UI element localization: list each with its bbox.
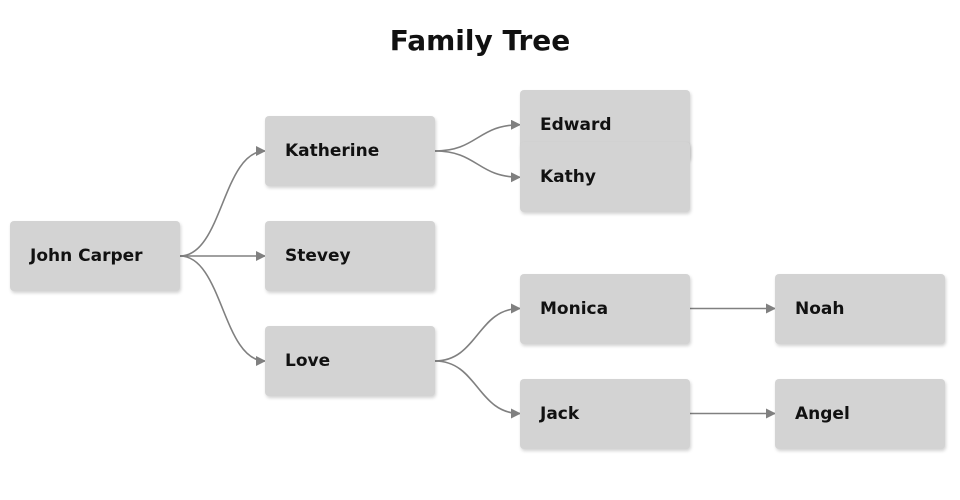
node-katherine[interactable]: Katherine [265,116,435,186]
node-angel[interactable]: Angel [775,378,945,449]
edge-love-monica [434,303,521,362]
node-noah[interactable]: Noah [775,273,945,344]
edge-katherine-kathy [434,150,521,183]
edge-john-love [179,255,266,366]
page-title: Family Tree [389,24,571,57]
node-jack[interactable]: Jack [520,378,690,449]
node-love[interactable]: Love [265,326,435,396]
node-kathy[interactable]: Kathy [520,142,690,213]
edge-john-katherine [179,146,266,257]
node-stevey[interactable]: Stevey [265,221,435,291]
node-john[interactable]: John Carper [10,221,180,291]
edge-love-jack [434,360,521,419]
edge-katherine-edward [434,119,521,152]
node-monica[interactable]: Monica [520,273,690,344]
